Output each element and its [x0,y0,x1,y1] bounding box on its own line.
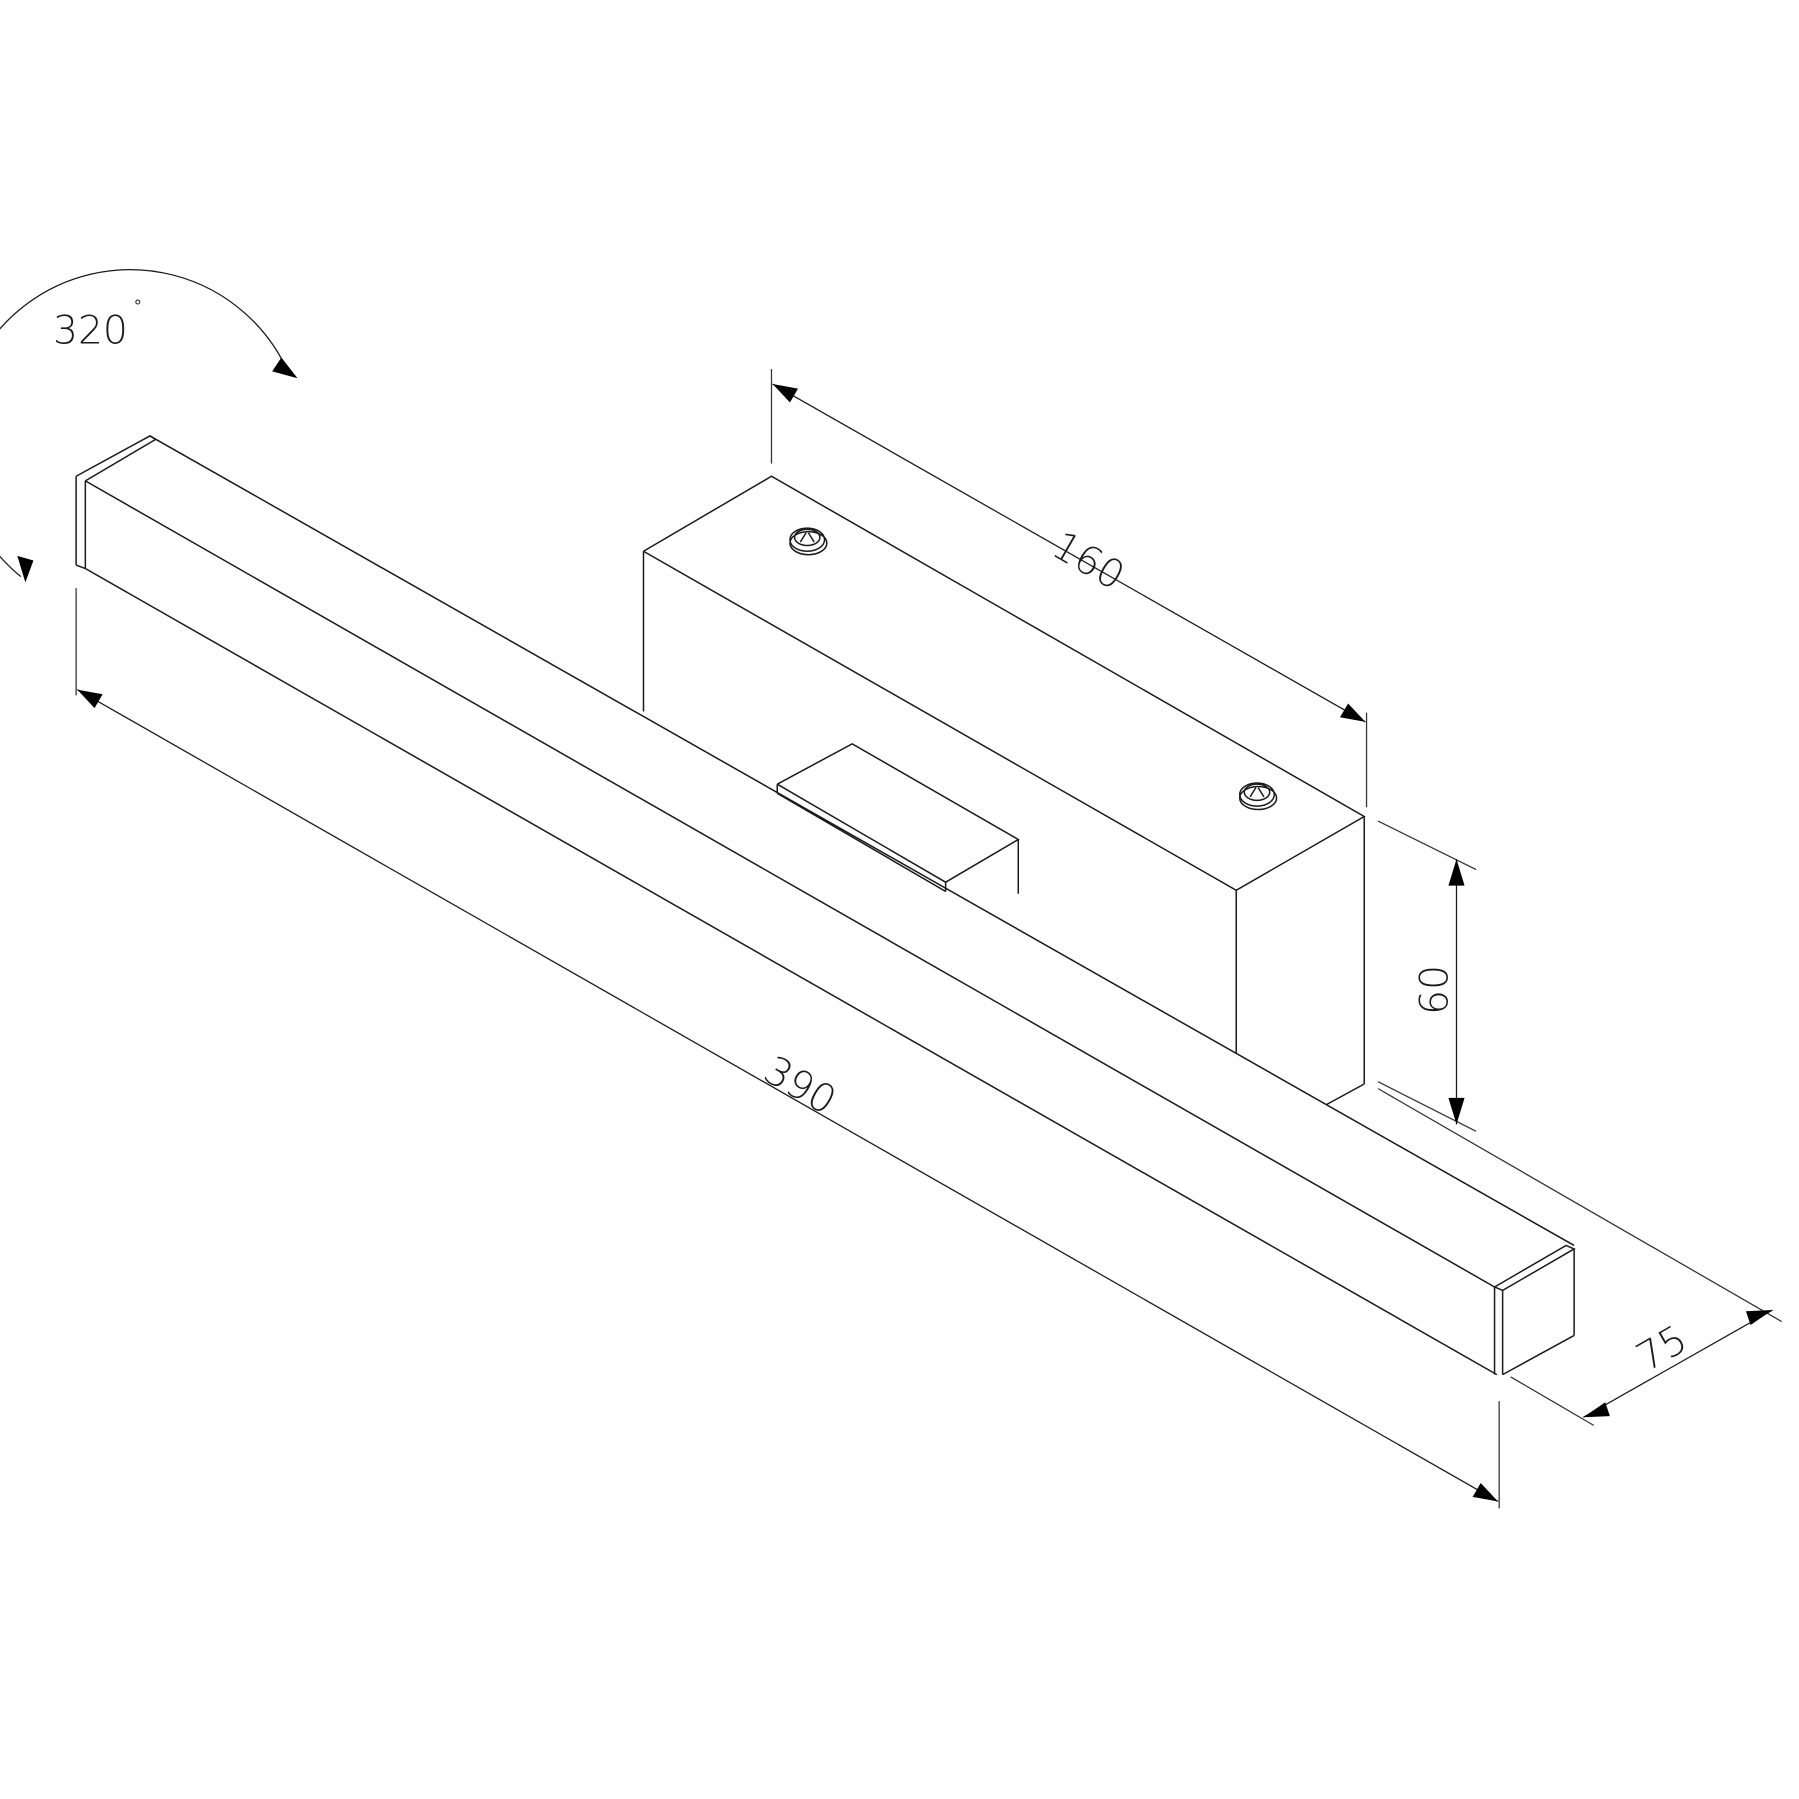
arm-connector [776,742,1020,894]
dimension-390-label: 390 [756,1048,843,1124]
dimension-75: 75 [1377,1088,1783,1426]
dimension-160: 160 [770,369,1368,808]
dimension-390: 390 [75,588,1500,1509]
dimension-75-label: 75 [1629,1317,1695,1381]
light-bar [75,435,1576,1376]
mounting-screw-top [789,527,828,556]
wall-bracket [642,475,1366,1106]
rotation-label: 320 [53,309,128,354]
mounting-screw-bottom [1238,782,1278,811]
dimension-60: 60 [1377,820,1477,1132]
degree-symbol: ° [134,296,142,315]
dimension-60-label: 60 [1412,965,1457,1015]
dimension-160-label: 160 [1044,523,1131,599]
rotation-dimension: 320 ° [0,269,298,583]
